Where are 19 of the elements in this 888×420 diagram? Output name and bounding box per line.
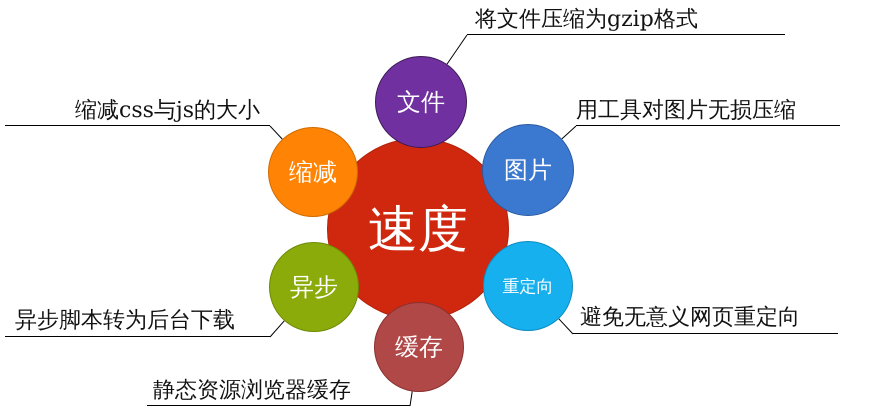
topic-circle: 缩减	[268, 127, 358, 217]
underlined-note: 将文件压缩为gzip格式	[467, 6, 785, 35]
topic-circle: 异步	[269, 242, 359, 332]
underlined-note: 异步脚本转为后台下载	[5, 307, 270, 337]
underlined-note: 静态资源浏览器缓存	[147, 377, 410, 406]
leader-line	[446, 34, 468, 65]
leader-line	[410, 391, 413, 406]
leader-line	[561, 126, 576, 140]
underlined-note: 缩减css与js的大小	[5, 97, 270, 126]
underlined-note: 避免无意义网页重定向	[573, 304, 838, 334]
center-circle: 速度	[363, 174, 473, 284]
topic-circle: 重定向	[483, 241, 573, 331]
topic-circle: 缓存	[374, 302, 464, 392]
topic-circle: 文件	[375, 56, 467, 148]
underlined-note: 用工具对图片无损压缩	[576, 97, 840, 126]
leader-line	[558, 318, 574, 334]
leader-line	[270, 320, 285, 338]
topic-circle: 图片	[482, 124, 574, 216]
leader-line	[270, 126, 283, 140]
